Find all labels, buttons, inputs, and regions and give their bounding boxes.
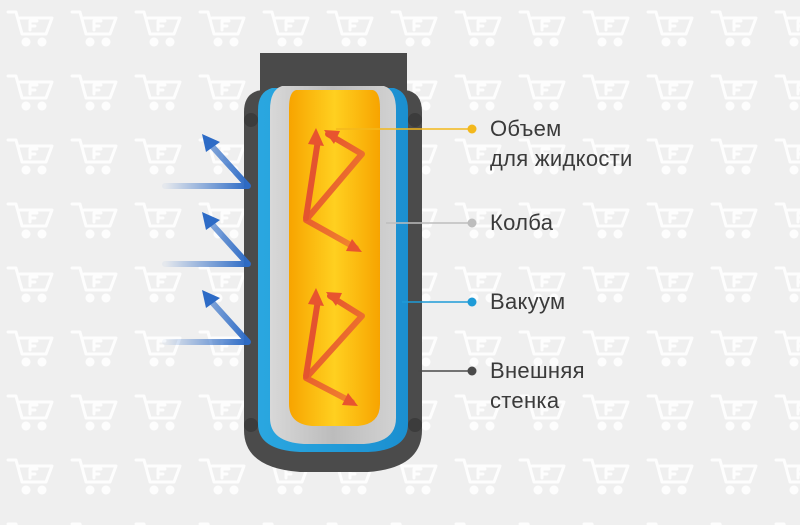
heat-arrow-head (308, 128, 324, 146)
heat-arrow-head (308, 288, 324, 306)
heat-arrow-lower (303, 297, 321, 379)
cold-arrow-head (202, 212, 220, 230)
label-volume-line2: для жидкости (490, 146, 633, 171)
outer-wall-marker (467, 366, 477, 376)
label-vacuum: Вакуум (490, 287, 565, 317)
heat-arrows (303, 128, 365, 406)
heat-arrow-lower (303, 293, 365, 405)
label-outer-wall: Внешняя стенка (490, 356, 585, 416)
cold-arrow-3 (162, 297, 251, 345)
label-outer-wall-line1: Внешняя (490, 358, 585, 383)
label-volume-line1: Объем (490, 116, 562, 141)
leader-lines (336, 124, 477, 376)
label-outer-wall-line2: стенка (490, 388, 560, 413)
heat-arrow-upper (303, 137, 321, 221)
label-flask-line1: Колба (490, 210, 554, 235)
outer-wall-ridge (408, 418, 422, 432)
outer-wall-ridge (244, 418, 258, 432)
heat-arrow-head (324, 130, 340, 144)
thermos-body (244, 53, 422, 472)
outer-wall-ridge (408, 113, 422, 127)
cold-arrow-head (202, 134, 220, 152)
heat-arrow-head (346, 239, 362, 252)
heat-arrow-head (326, 292, 342, 306)
vacuum-marker (467, 297, 477, 307)
label-flask: Колба (490, 208, 553, 238)
volume-marker (467, 124, 477, 134)
label-vacuum-line1: Вакуум (490, 289, 566, 314)
cold-arrow-1 (162, 141, 251, 189)
heat-arrow-head (342, 393, 358, 406)
heat-arrow-upper (303, 131, 365, 251)
cold-arrows (162, 134, 251, 345)
outer-wall-ridge (244, 113, 258, 127)
cold-arrow-head (202, 290, 220, 308)
cold-arrow-2 (162, 219, 251, 267)
label-volume: Объем для жидкости (490, 114, 633, 174)
flask-marker (467, 218, 477, 228)
